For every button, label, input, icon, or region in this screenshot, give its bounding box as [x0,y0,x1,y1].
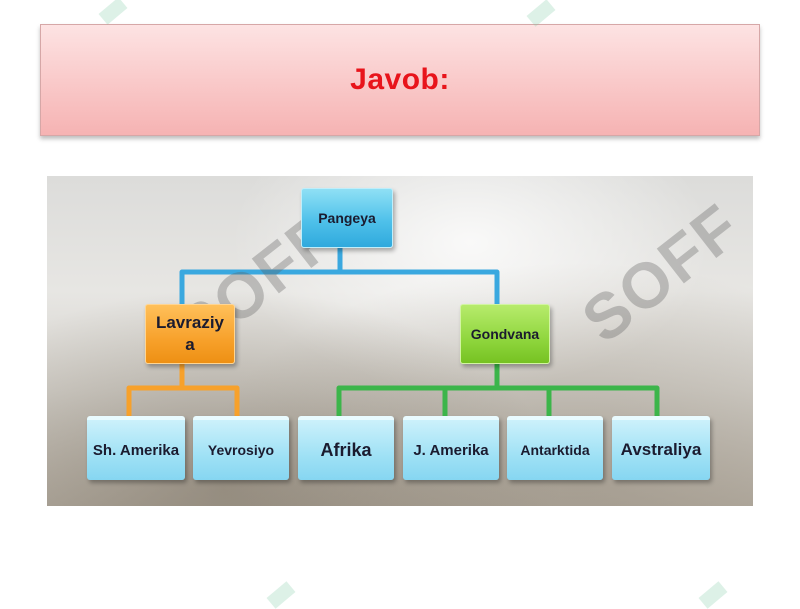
node-yevrosiyo: Yevrosiyo [193,416,289,480]
watermark-fragment-top-mid [526,0,556,27]
connector-gondvana-leaves [336,361,660,419]
node-lavraziya: Lavraziya [145,304,235,364]
node-sh-amerika-label: Sh. Amerika [92,441,180,459]
connector-root-to-branches [179,245,500,307]
node-avstraliya-label: Avstraliya [620,440,702,459]
node-gondvana-label: Gondvana [470,326,540,342]
watermark-fragment-bottom-right [698,581,728,609]
watermark-fragment-top-left [98,0,128,25]
node-antarktida-label: Antarktida [520,442,590,458]
answer-banner: Javob: [40,24,760,136]
node-afrika-label: Afrika [320,439,372,460]
node-afrika: Afrika [298,416,394,480]
connector-lavraziya-leaves [126,361,240,419]
connector-lines [126,245,660,419]
node-antarktida: Antarktida [507,416,603,480]
node-j-amerika-label: J. Amerika [413,441,489,459]
continent-tree-diagram: SOFF SOFF Pangeya Lavraziya Gondvana Sh.… [47,176,753,506]
answer-title: Javob: [350,63,450,96]
node-yevrosiyo-label: Yevrosiyo [207,442,275,458]
node-sh-amerika: Sh. Amerika [87,416,185,480]
node-j-amerika: J. Amerika [403,416,499,480]
node-gondvana: Gondvana [460,304,550,364]
node-pangeya: Pangeya [301,188,393,248]
watermark-fragment-bottom-left [266,581,296,609]
node-lavraziya-label: Lavraziya [155,313,225,354]
node-pangeya-label: Pangeya [318,210,376,226]
node-avstraliya: Avstraliya [612,416,710,480]
